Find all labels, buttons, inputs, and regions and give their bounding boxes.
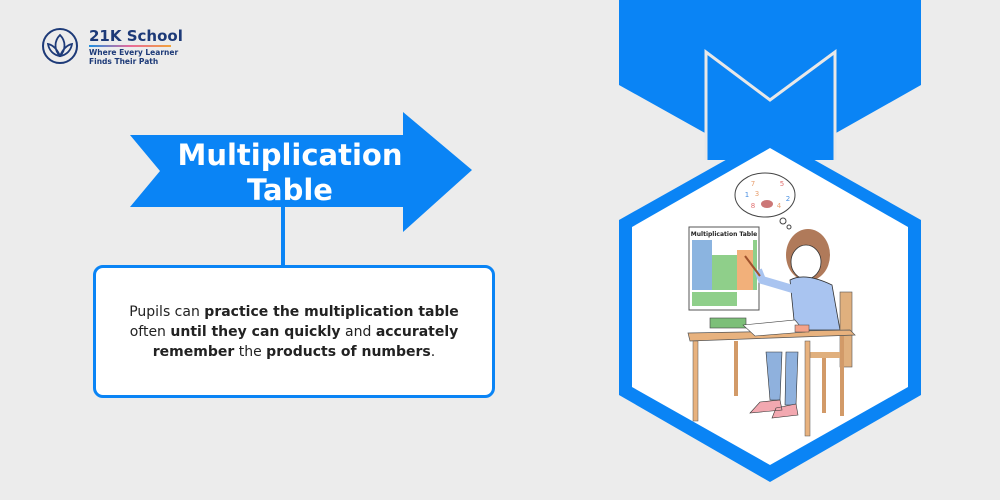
title-label: Multiplication Table: [150, 138, 430, 208]
description-text: Pupils can practice the multiplication t…: [114, 302, 474, 362]
title-line-1: Multiplication: [177, 138, 403, 172]
thought-number: 3: [755, 190, 759, 198]
description-card: Pupils can practice the multiplication t…: [93, 265, 495, 398]
description-segment: the: [234, 343, 267, 360]
logo-name: 21K School: [89, 27, 183, 45]
tagline-line-2: Finds Their Path: [89, 57, 159, 66]
description-segment: .: [430, 343, 436, 360]
description-emphasis: accurately remember: [152, 323, 459, 360]
thought-number: 5: [780, 180, 784, 188]
logo-underline: [89, 45, 171, 47]
description-emphasis: until they can quickly: [170, 323, 341, 340]
ribbon-top: [619, 0, 921, 160]
thought-number: 2: [786, 195, 790, 203]
brain-icon: [761, 200, 773, 208]
description-segment: Pupils can: [129, 303, 205, 320]
thought-number: 1: [745, 191, 749, 199]
description-segment: often: [129, 323, 171, 340]
description-emphasis: products of numbers: [266, 343, 431, 360]
description-segment: and: [340, 323, 376, 340]
chart-title: Multiplication Table: [691, 231, 757, 238]
thought-number: 7: [751, 180, 755, 188]
description-emphasis: practice the multiplication table: [204, 303, 459, 320]
thought-number: 4: [777, 202, 782, 210]
lotus-logo-icon: [40, 26, 80, 70]
student-illustration: 7 1 3 5 2 8 4 Multiplication Table: [687, 172, 856, 437]
title-line-2: Table: [247, 173, 333, 207]
thought-number: 8: [751, 202, 755, 210]
desk: [687, 317, 856, 437]
title-arrow-shape: [130, 112, 472, 232]
logo-tagline: Where Every Learner Finds Their Path: [89, 48, 199, 66]
girl: [744, 229, 841, 419]
tagline-line-1: Where Every Learner: [89, 48, 179, 57]
multiplication-chart: Multiplication Table: [688, 226, 760, 311]
thought-bubble: [734, 172, 796, 230]
connector-line: [281, 205, 285, 267]
ribbon-notch: [704, 49, 837, 160]
